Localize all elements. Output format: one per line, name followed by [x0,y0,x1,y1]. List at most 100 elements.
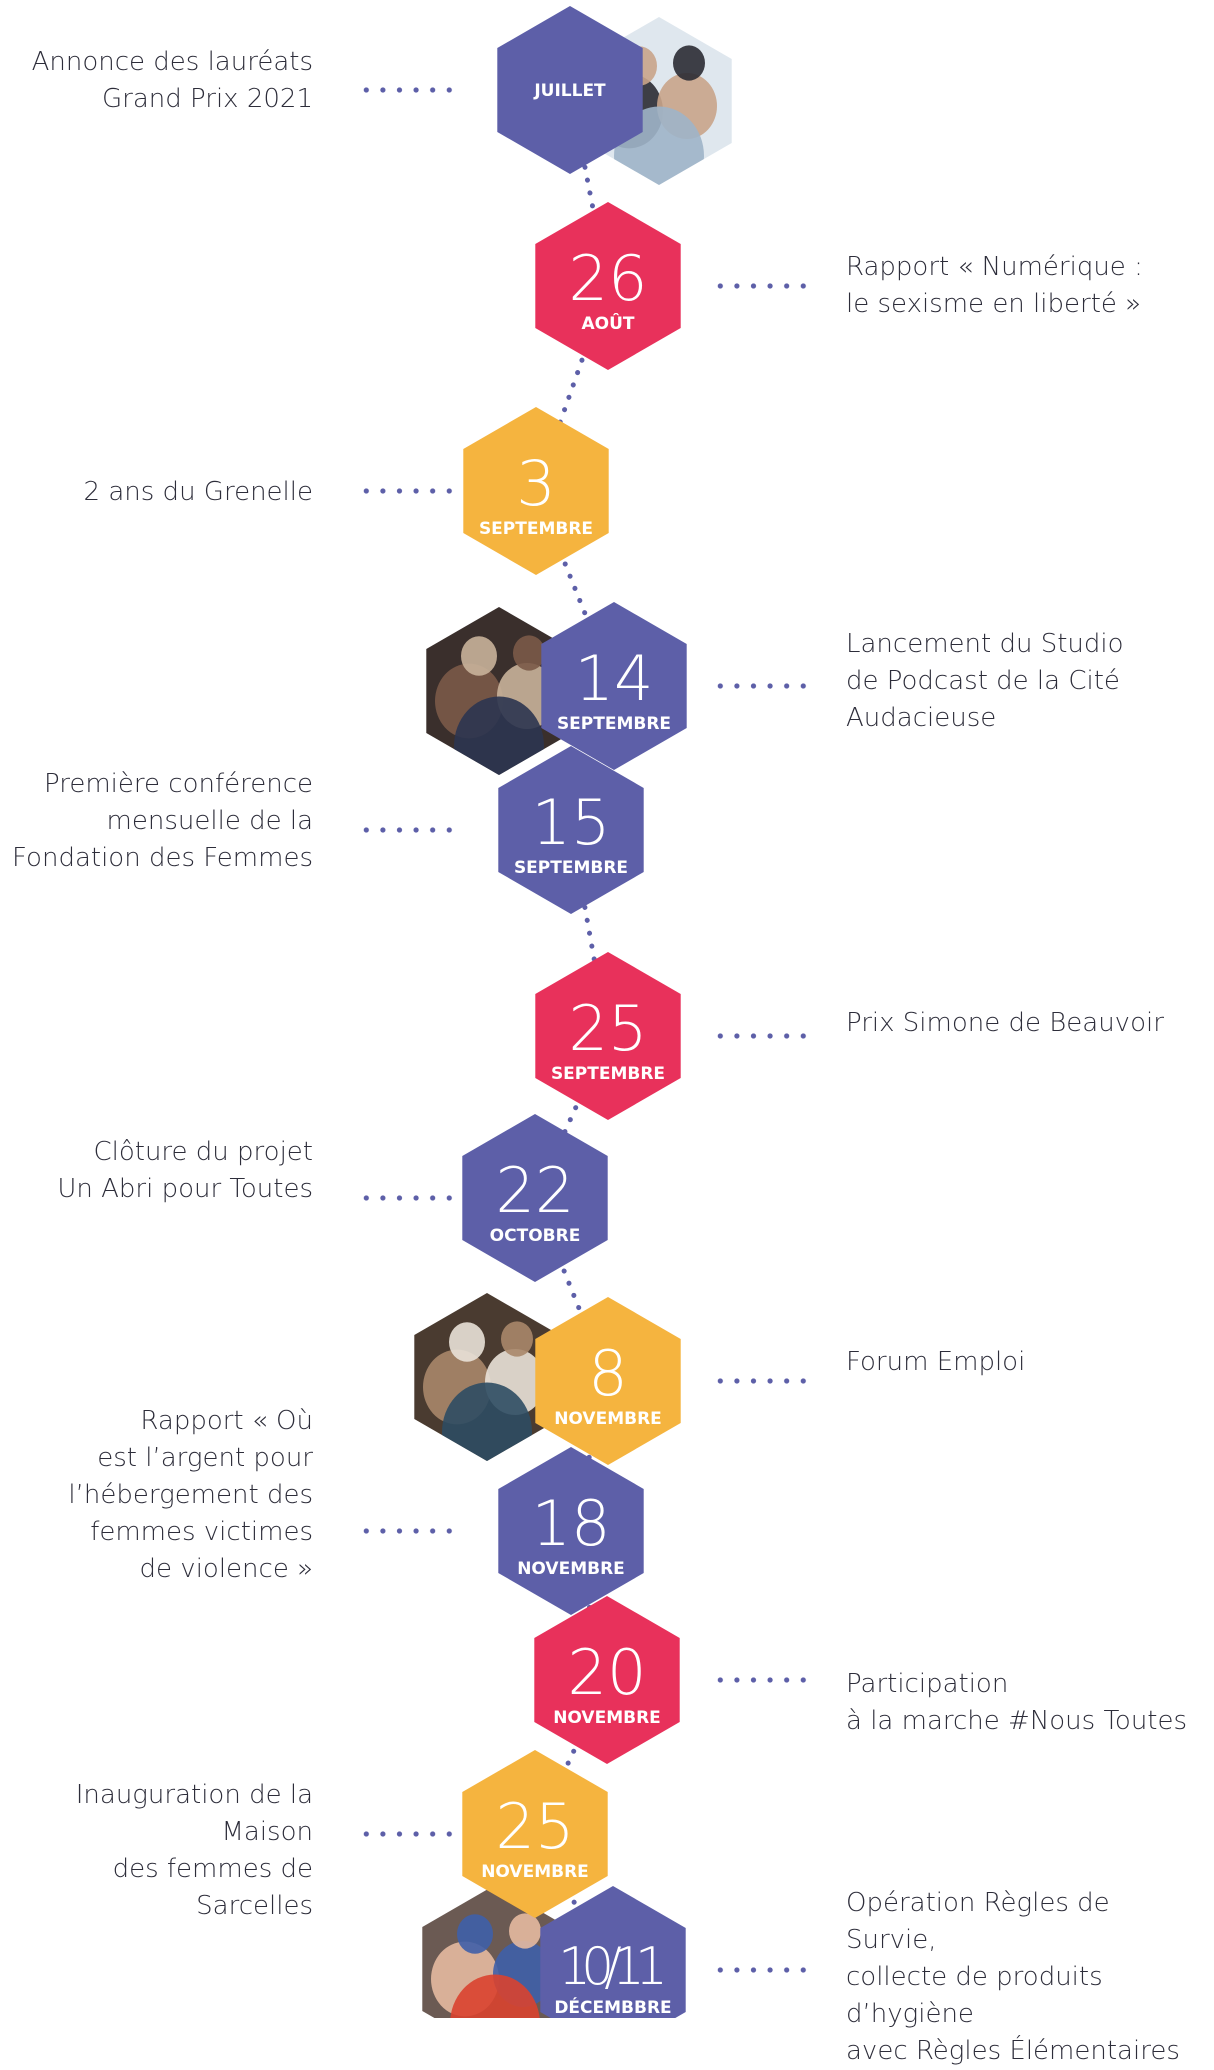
event-month: NOVEMBRE [553,1708,661,1728]
leader-dots [358,1831,458,1837]
leader-dots [358,827,458,833]
event-month: SEPTEMBRE [557,714,671,734]
hexagon-shape [463,407,609,575]
event-label-line: Inauguration de la Maison [75,1780,313,1847]
leader-dots [712,1033,812,1039]
hexagon-shape [497,6,643,174]
event-label-line: Grand Prix 2021 [102,84,313,114]
event-label-line: Annonce des lauréats [31,47,313,77]
event-day: 20 [568,1636,647,1709]
photo-podcast-studio [426,607,572,775]
event-label: Rapport « Numérique : le sexisme en liber… [846,249,1206,323]
hexagon-shape [535,952,681,1120]
event-label: Prix Simone de Beauvoir [846,1005,1206,1042]
event-label-line: Rapport « Numérique : [846,252,1143,282]
event-month: NOVEMBRE [517,1559,625,1579]
leader-dots [358,1195,458,1201]
event-label: 2 ans du Grenelle [0,474,313,511]
event-month: OCTOBRE [490,1226,581,1246]
event-label-line: Prix Simone de Beauvoir [846,1008,1164,1038]
event-label-line: avec Règles Élémentaires [846,2036,1180,2066]
event-label-line: mensuelle de la [106,806,313,836]
event-month: NOVEMBRE [554,1409,662,1429]
event-day: 22 [496,1154,575,1227]
hexagon-shape [535,202,681,370]
event-label: Clôture du projet Un Abri pour Toutes [0,1134,313,1208]
event-label-line: 2 ans du Grenelle [83,477,313,507]
event-label-line: de violence » [139,1554,313,1584]
event-month: JUILLET [533,81,606,101]
event-label-line: Un Abri pour Toutes [57,1174,313,1204]
event-label-line: Fondation des Femmes [12,843,313,873]
event-label: Inauguration de la Maison des femmes de S… [0,1777,313,1925]
event-day: 3 [516,447,555,520]
event-month: SEPTEMBRE [514,858,628,878]
event-label-line: Rapport « Où [140,1406,313,1436]
event-label-line: Audacieuse [846,703,997,733]
hexagon-shape [535,1297,681,1465]
event-day: 25 [496,1790,575,1863]
connector-segment [568,827,611,1039]
event-label-line: collecte de produits d’hygiène [846,1962,1103,2029]
event-month: NOVEMBRE [481,1862,589,1882]
event-month: DÉCEMBBRE [554,1996,671,2018]
date-hexagon: JUILLET [497,6,643,174]
hexagon-shape [534,1596,680,1764]
event-label-line: le sexisme en liberté » [846,289,1142,319]
timeline-connector: JUILLET26AOÛT3SEPTEMBRE14SEPTEMBRE15SEPT… [414,6,732,2018]
hexagon-shape [498,1447,644,1615]
leader-dots [712,1677,812,1683]
leader-dots [358,488,458,494]
event-label-line: à la marche #Nous Toutes [846,1706,1188,1736]
event-label-line: des femmes de Sarcelles [112,1854,313,1921]
event-label: Participation à la marche #Nous Toutes [846,1666,1206,1740]
hexagon-shape [462,1750,608,1918]
event-day: 14 [575,642,654,715]
hexagon-shape [462,1114,608,1282]
event-day: 18 [532,1487,611,1560]
leader-dots [358,1528,458,1534]
connector-segment [533,488,617,689]
event-label-line: Lancement du Studio [846,629,1124,659]
event-label: Première conférence mensuelle de la Fondat… [0,766,313,877]
event-day: 15 [532,786,611,859]
event-month: SEPTEMBRE [551,1064,665,1084]
event-label-line: Participation [846,1669,1009,1699]
event-label-line: Clôture du projet [93,1137,313,1167]
leader-dots [358,87,458,93]
leader-dots [712,1378,812,1384]
event-label: Lancement du Studio de Podcast de la Cité… [846,626,1206,737]
event-month: AOÛT [581,312,634,334]
event-label-line: Première conférence [44,769,313,799]
event-day: 10/11 [558,1937,668,1997]
event-month: SEPTEMBRE [479,519,593,539]
leader-dots [712,283,812,289]
hexagon-shape [540,1886,686,2018]
event-day: 25 [569,992,648,1065]
event-label-line: femmes victimes [90,1517,313,1547]
hexagon-shape [541,602,687,770]
hexagon-shape [498,746,644,914]
event-label-line: Opération Règles de Survie, [846,1888,1110,1955]
leader-dots [712,1967,812,1973]
event-label-line: l’hébergement des [68,1480,313,1510]
event-label-line: de Podcast de la Cité [846,666,1120,696]
event-day: 26 [569,242,648,315]
event-label: Opération Règles de Survie, collecte de p… [846,1885,1206,2070]
leader-dots [712,683,812,689]
event-label: Forum Emploi [846,1344,1206,1381]
